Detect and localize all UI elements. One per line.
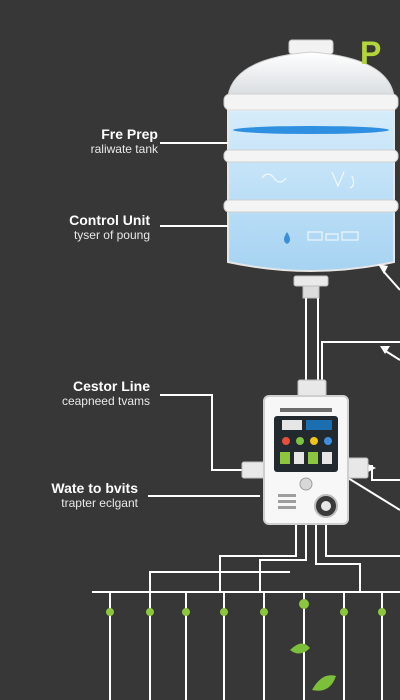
label-water-sub: trapter eclgant	[61, 496, 138, 510]
label-line: Cestor Line ceapneed tvams	[62, 378, 150, 408]
label-line-title: Cestor Line	[72, 378, 150, 394]
label-water-title: Wate to bvits	[51, 480, 138, 496]
label-tank-title: Fre Prep	[101, 126, 158, 142]
label-line-sub: ceapneed tvams	[61, 394, 150, 408]
label-control-title: Control Unit	[69, 212, 150, 228]
label-tank-sub: raliwate tank	[90, 142, 158, 156]
water-tank-icon	[223, 39, 399, 299]
label-water: Wate to bvits trapter eclgant	[51, 480, 138, 510]
arrow-heads	[368, 264, 390, 472]
label-control-sub: tyser of poung	[73, 228, 150, 242]
water-drop-icon	[284, 232, 290, 244]
badge-letter: P	[360, 35, 382, 71]
pressure-gauge-icon	[314, 494, 338, 518]
label-control: Control Unit tyser of poung	[69, 212, 150, 242]
drip-emitters	[106, 599, 386, 616]
control-panel-icon	[241, 379, 369, 525]
leaf-icon	[290, 643, 336, 691]
label-tank: Fre Prep raliwate tank	[91, 126, 158, 156]
